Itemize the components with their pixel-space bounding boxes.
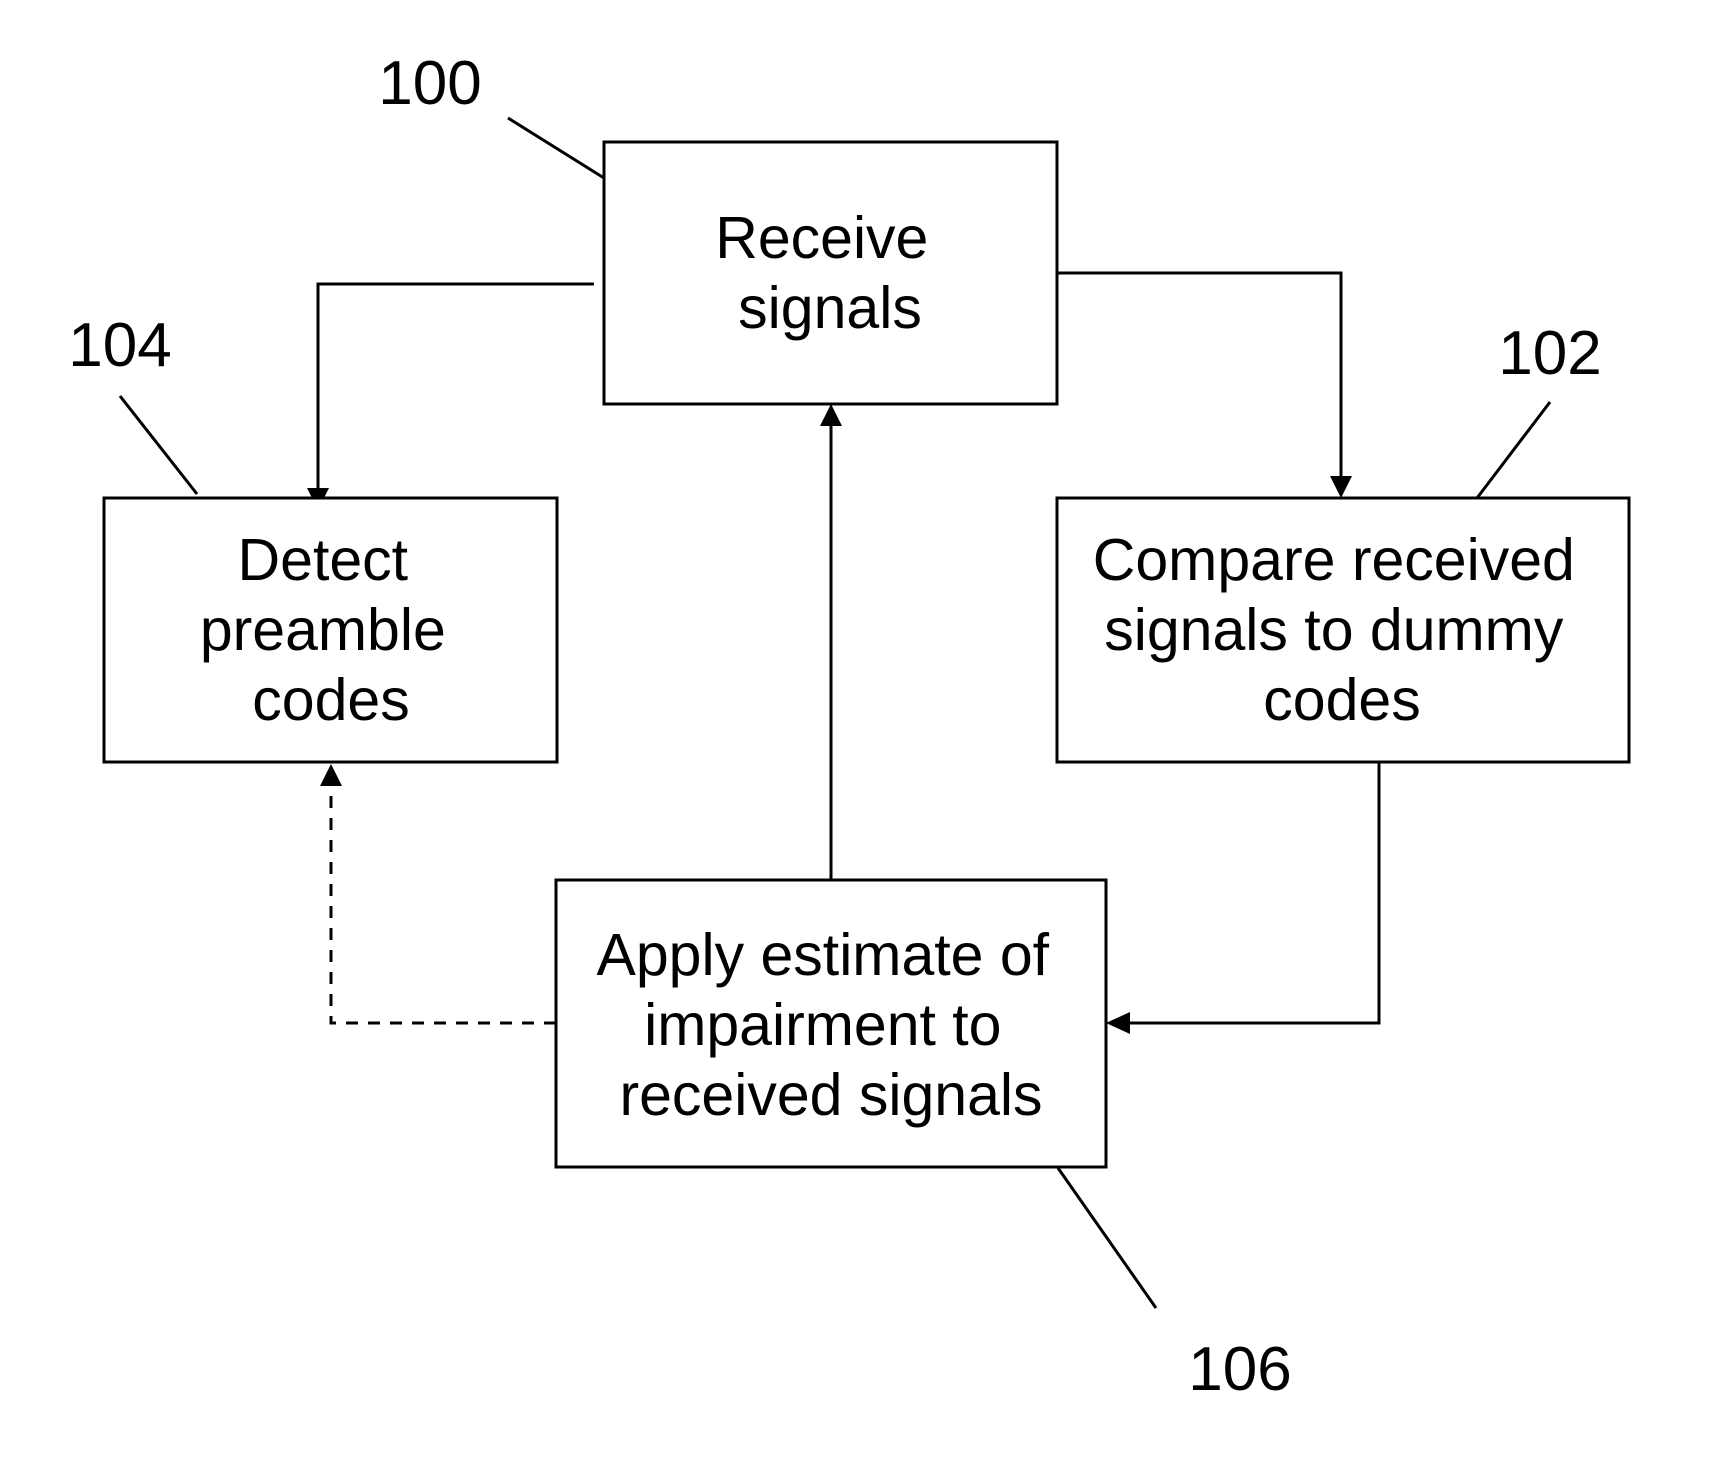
node-apply-line-3: received signals (619, 1062, 1042, 1128)
node-compare-line-1: Compare received (1093, 527, 1575, 593)
node-detect: Detect preamble codes (104, 498, 557, 762)
box-receive (604, 142, 1057, 404)
leader-106 (1058, 1168, 1156, 1308)
edge-receive-to-detect (318, 284, 594, 490)
edge-receive-to-compare (1057, 273, 1341, 478)
node-apply-text: Apply estimate of impairment to received… (597, 922, 1066, 1128)
node-receive: Receive signals (604, 142, 1057, 404)
node-apply: Apply estimate of impairment to received… (556, 880, 1106, 1167)
leader-100 (508, 118, 604, 178)
ref-102: 102 (1498, 319, 1601, 388)
node-apply-line-2: impairment to (644, 992, 1001, 1058)
arrowhead-compare-top (1330, 476, 1352, 498)
node-detect-line-2: preamble (200, 597, 446, 663)
edge-compare-to-apply (1128, 762, 1379, 1023)
node-compare: Compare received signals to dummy codes (1057, 498, 1629, 762)
arrowhead-detect-bottom (320, 764, 342, 786)
node-compare-line-3: codes (1263, 667, 1420, 733)
ref-100: 100 (378, 49, 481, 118)
node-receive-line-1: Receive (715, 205, 928, 271)
node-detect-line-1: Detect (238, 527, 409, 593)
node-apply-line-1: Apply estimate of (597, 922, 1050, 988)
arrowhead-apply-right (1106, 1012, 1130, 1034)
ref-106: 106 (1188, 1335, 1291, 1404)
node-receive-line-2: signals (738, 275, 922, 341)
ref-104: 104 (68, 311, 171, 380)
node-detect-line-3: codes (252, 667, 409, 733)
leader-104 (120, 396, 197, 494)
leader-102 (1474, 402, 1550, 502)
edge-apply-to-detect (331, 784, 556, 1023)
node-compare-line-2: signals to dummy (1104, 597, 1564, 663)
arrowhead-receive-bottom (820, 404, 842, 426)
